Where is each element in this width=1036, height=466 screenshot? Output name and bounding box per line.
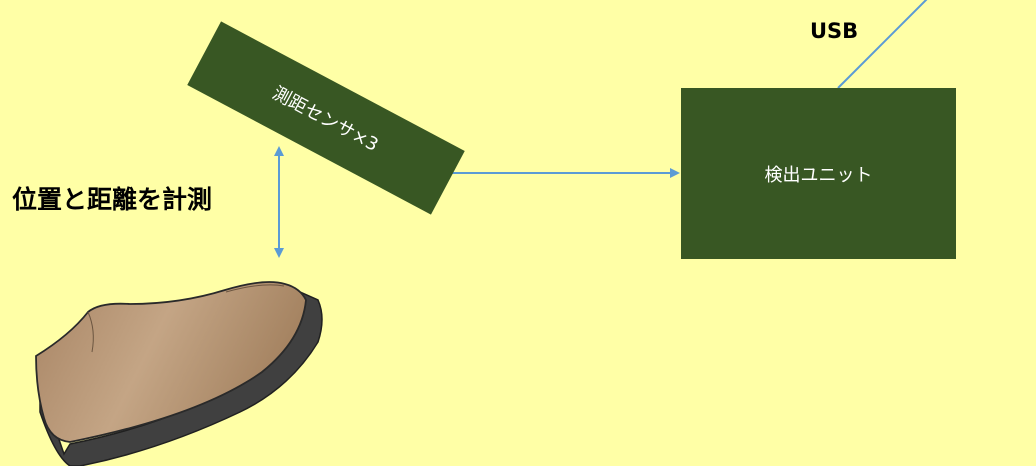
detection-unit-box: 検出ユニット <box>681 88 956 259</box>
measure-label: 位置と距離を計測 <box>12 185 213 214</box>
shoe-icon <box>35 281 323 466</box>
unit-label: 検出ユニット <box>764 164 873 186</box>
usb-label: USB <box>810 19 859 43</box>
usb-connector-line <box>837 0 928 89</box>
